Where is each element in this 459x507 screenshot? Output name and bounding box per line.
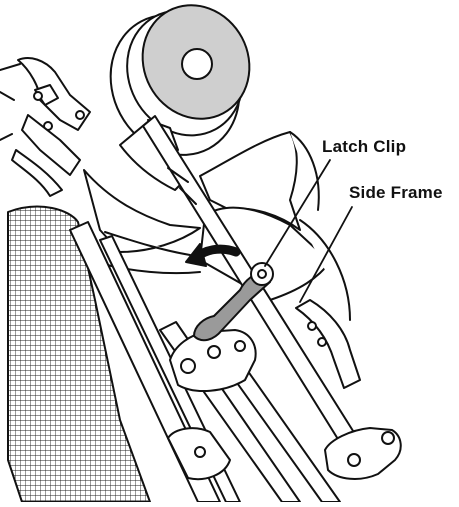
rotation-arrow (185, 243, 241, 267)
lower-foot (167, 427, 231, 480)
wheel-hub (181, 48, 213, 80)
latch-clip-label: Latch Clip (322, 137, 407, 156)
side-frame-label: Side Frame (349, 183, 443, 202)
latch-clip-leader (264, 159, 331, 267)
hinge-bracket (0, 57, 91, 197)
side-frame-leader (299, 206, 353, 303)
latch-clip (193, 262, 274, 342)
hinge-block (169, 329, 257, 392)
wheel (109, 4, 251, 156)
lower-hinge-block (324, 427, 402, 480)
